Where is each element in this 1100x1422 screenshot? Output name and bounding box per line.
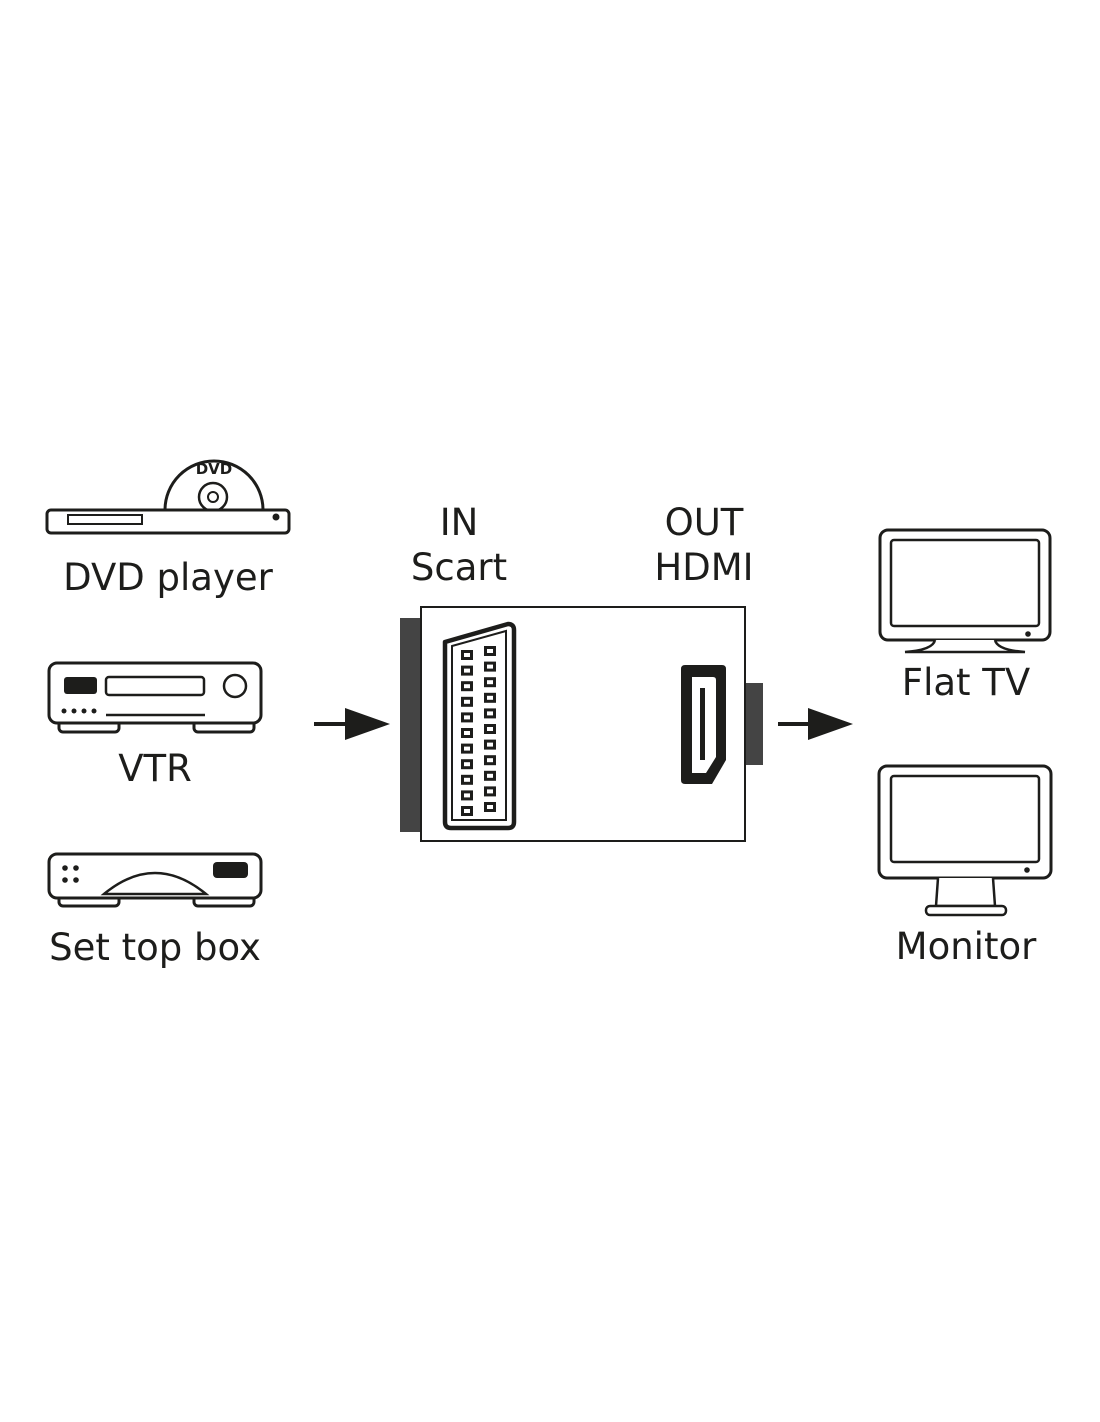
vtr-icon — [47, 661, 263, 734]
monitor-label: Monitor — [896, 925, 1037, 968]
scart-pin-contact — [464, 809, 470, 813]
scart-pin-contact — [487, 773, 493, 778]
hdmi-plug-side — [745, 683, 763, 765]
vtr-label: VTR — [118, 747, 192, 790]
scart-pin-contact — [487, 695, 493, 700]
input-port-label: IN — [440, 501, 479, 544]
scart-pin-contact — [487, 680, 493, 685]
scart-pin-contact — [487, 742, 493, 747]
scart-hdmi-adapter — [400, 606, 763, 842]
input-port-type: Scart — [411, 546, 507, 589]
set-top-box-label: Set top box — [49, 926, 261, 969]
input-arrow — [314, 708, 390, 740]
hdmi-socket-icon — [681, 665, 726, 784]
scart-pin-contact — [487, 727, 493, 731]
scart-pins — [461, 646, 496, 816]
scart-pin-contact — [487, 664, 493, 669]
scart-pin-contact — [487, 758, 493, 763]
scart-pin-contact — [487, 649, 493, 653]
scart-pin-contact — [487, 805, 493, 809]
scart-pin-contact — [464, 668, 470, 673]
scart-pin-contact — [464, 731, 470, 735]
dvd-player-label: DVD player — [63, 556, 274, 599]
scart-pin-contact — [464, 653, 470, 657]
scart-plug-side — [400, 618, 422, 832]
scart-pin-contact — [464, 746, 470, 751]
dvd-player-icon: DVD — [45, 459, 291, 535]
scart-pin-contact — [464, 793, 470, 798]
flat-tv-icon — [878, 528, 1052, 654]
scart-pin-contact — [487, 711, 493, 716]
output-port-label: OUT — [665, 501, 744, 544]
set-top-box-icon — [47, 852, 263, 908]
output-port-type: HDMI — [654, 546, 753, 589]
flat-tv-label: Flat TV — [902, 661, 1030, 704]
monitor-icon — [877, 764, 1053, 917]
dvd-disc-text: DVD — [196, 460, 233, 478]
scart-pin-contact — [464, 777, 470, 782]
output-arrow — [778, 708, 853, 740]
scart-pin-contact — [464, 715, 470, 720]
scart-pin-contact — [464, 684, 470, 689]
scart-pin-contact — [487, 789, 493, 794]
scart-socket-icon — [442, 621, 517, 831]
scart-pin-contact — [464, 699, 470, 704]
scart-pin-contact — [464, 762, 470, 767]
